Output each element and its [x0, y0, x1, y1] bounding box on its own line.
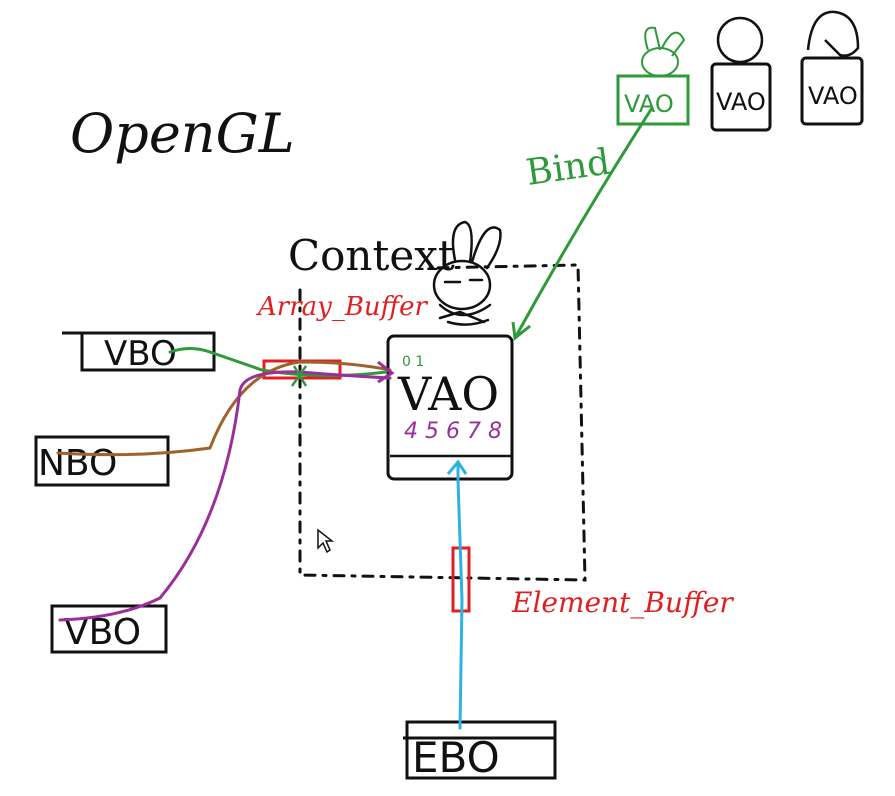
- bind-arrowhead: [511, 321, 531, 341]
- context-box: [298, 263, 587, 582]
- nbo-link: [56, 360, 392, 457]
- ebo-arrowhead: [446, 459, 468, 475]
- title-opengl: OpenGL: [70, 102, 295, 165]
- vao-stack-label-3: VAO: [808, 82, 858, 110]
- context-label: Context: [288, 231, 455, 280]
- vao-slots-top: 0 1: [402, 354, 424, 370]
- character-icon: [716, 16, 764, 64]
- vao-box: [386, 334, 514, 481]
- vao-slots-bottom: 4 5 6 7 8: [404, 419, 502, 444]
- bunny-small-icon: [641, 26, 686, 77]
- element-buffer-label: Element_Buffer: [511, 586, 734, 619]
- ebo-box: [405, 720, 557, 780]
- vbo-box-3: [50, 604, 168, 654]
- bind-label: Bind: [524, 142, 613, 194]
- array-buffer-label: Array_Buffer: [256, 292, 428, 322]
- array-buffer-arrowhead: [377, 360, 395, 384]
- vao-stack-label-1: VAO: [624, 90, 674, 118]
- girl-character-icon: [806, 10, 860, 57]
- bind-arrow: [513, 106, 654, 340]
- vao-stack-box-2: [710, 62, 772, 132]
- vbo-label-1: VBO: [104, 334, 177, 374]
- bunny-mascot-icon: [432, 220, 502, 326]
- mouse-cursor-icon: [317, 528, 335, 554]
- vao-label: VAO: [397, 367, 499, 421]
- ebo-label: EBO: [412, 733, 500, 782]
- nbo-label: NBO: [38, 443, 117, 484]
- nbo-box: [34, 435, 170, 487]
- ebo-link: [456, 463, 464, 730]
- vbo3-link: [58, 370, 392, 622]
- vao-stack-label-2: VAO: [716, 88, 766, 116]
- vao-stack-box-3: [800, 56, 864, 126]
- vao-stack-box-1: [616, 74, 690, 126]
- array-buffer-cross: [290, 365, 308, 387]
